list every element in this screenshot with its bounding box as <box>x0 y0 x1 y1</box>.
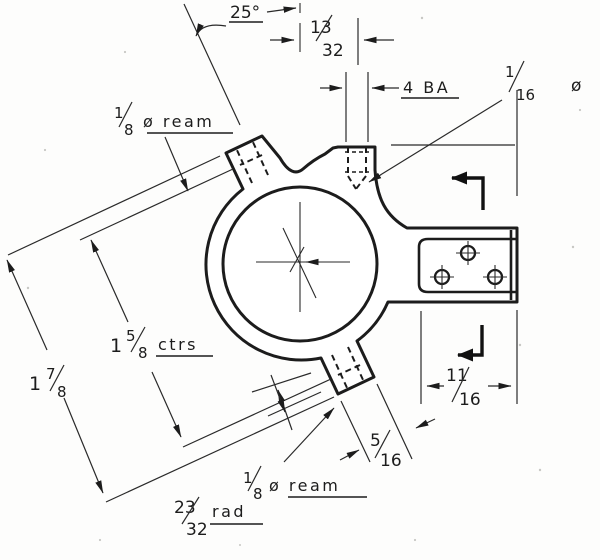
hidden-hole-top-lug <box>235 139 269 184</box>
dim-numerator: 1 <box>505 63 515 81</box>
tapped-hole-label: 4 BA <box>403 78 450 97</box>
dim-centres: 1 5 8 ctrs <box>90 239 213 438</box>
dim-25-degrees: 25° <box>183 3 297 126</box>
dim-denominator: 16 <box>459 390 481 410</box>
scan-specks <box>26 16 582 546</box>
dim-numerator: 1 <box>114 104 124 122</box>
arm-hole-centerlines <box>430 241 507 289</box>
dim-4ba: 4 BA <box>320 72 459 142</box>
ctrs-label: ctrs <box>158 335 198 354</box>
section-arrow-lower <box>457 325 484 362</box>
dim-radius: 23 32 rad <box>174 496 263 540</box>
section-arrow-upper <box>451 171 485 210</box>
angle-label: 25° <box>230 3 260 23</box>
dim-numerator: 13 <box>310 18 332 38</box>
ream-label: ø ream <box>269 476 340 495</box>
dim-denominator: 32 <box>322 41 344 61</box>
dim-11-16: 11 16 <box>420 310 518 410</box>
dim-numerator: 5 <box>370 431 381 451</box>
dim-13-32: 13 32 <box>270 14 394 65</box>
dim-denominator: 8 <box>124 121 134 139</box>
ext-top-hole-center <box>79 168 234 241</box>
dim-5-16: 5 16 <box>339 383 436 471</box>
arm-recess <box>417 237 517 294</box>
extension-lines-left <box>7 155 335 503</box>
hidden-tapped-hole-boss <box>345 147 369 190</box>
edge-distance-ticks <box>251 372 322 431</box>
dim-numerator: 5 <box>126 327 136 345</box>
dim-whole: 1 <box>29 373 41 395</box>
dim-denominator: 8 <box>253 485 263 503</box>
dim-numerator: 23 <box>174 498 196 518</box>
dim-denominator: 32 <box>186 520 208 540</box>
dim-denominator: 8 <box>57 383 67 401</box>
dim-denominator: 16 <box>380 451 402 471</box>
dim-whole: 1 <box>110 335 122 357</box>
callout-ream-bottom: 1 8 ø ream <box>243 407 367 503</box>
diameter-symbol: ø <box>571 76 581 96</box>
ext-bottom-lug-tip <box>105 396 335 503</box>
callout-ream-top: 1 8 ø ream <box>114 101 233 192</box>
dim-1-16-dia: 1 16 ø <box>368 60 581 183</box>
hidden-hole-bottom-lug <box>331 346 365 391</box>
dim-numerator: 1 <box>243 469 253 487</box>
lug-axis-centerline <box>282 227 317 299</box>
rad-label: rad <box>212 502 246 521</box>
centerlines <box>256 3 350 312</box>
ext-bottom-hole-center <box>182 378 332 448</box>
dim-numerator: 7 <box>46 365 56 383</box>
ext-top-lug-tip <box>7 155 221 256</box>
center-tick <box>289 246 305 273</box>
dim-overall: 1 7 8 <box>6 259 104 494</box>
dim-denominator: 8 <box>138 344 148 362</box>
reference-lines-right <box>391 90 518 196</box>
ream-label: ø ream <box>143 112 214 131</box>
dim-denominator: 16 <box>516 86 535 104</box>
